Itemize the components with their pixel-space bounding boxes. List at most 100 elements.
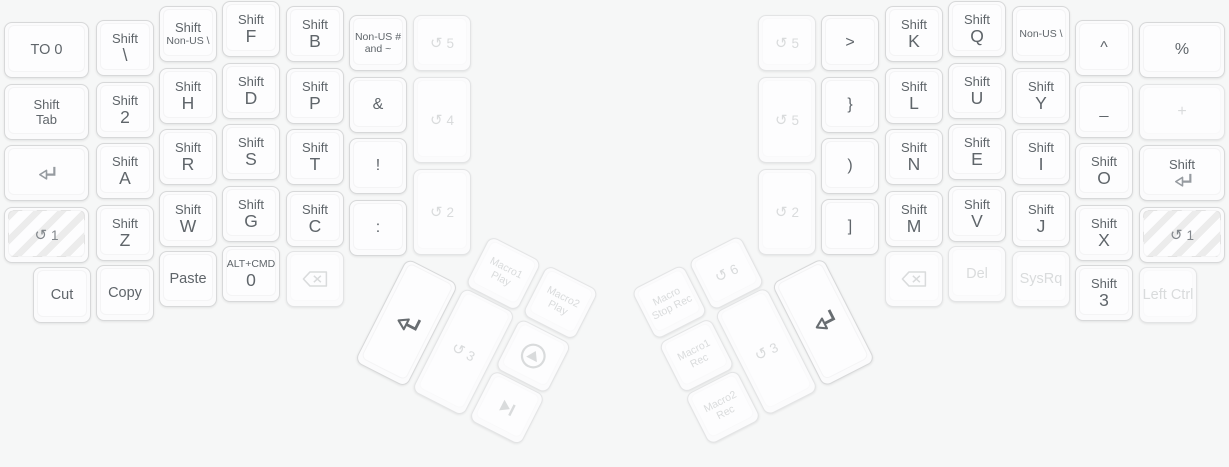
key-to-0[interactable]: TO 0 — [4, 22, 89, 78]
key-layer-1[interactable]: ↺1 — [4, 207, 89, 263]
key-shift-2-label: 2 — [120, 107, 130, 127]
key-shift-p-label: P — [309, 93, 321, 113]
layer-number: 2 — [791, 204, 800, 220]
key-layer-2[interactable]: ↺2 — [413, 169, 471, 255]
key-layer-4[interactable]: ↺4 — [413, 77, 471, 163]
key-shift-tab-label: Shift — [33, 97, 60, 112]
key-layer-1-right[interactable]: ↺1 — [1139, 207, 1225, 263]
key-left-ctrl[interactable]: Left Ctrl — [1139, 267, 1197, 323]
layer-number: 3 — [766, 339, 781, 357]
rotate-ccw-icon: ↺ — [774, 34, 788, 52]
layer-icon-group: ↺3 — [752, 339, 781, 364]
key-enter-thumb-right[interactable] — [771, 257, 876, 388]
key-paste[interactable]: Paste — [159, 251, 217, 307]
key-ampersand[interactable]: & — [349, 77, 407, 133]
key-ampersand-label: & — [372, 96, 384, 113]
key-shift-3-label: 3 — [1099, 290, 1109, 310]
key-shift-backslash[interactable]: Shift\ — [96, 20, 154, 76]
key-shift-z-label: Shift — [111, 216, 138, 231]
key-right-brace[interactable]: } — [821, 77, 879, 133]
key-layer-2-right[interactable]: ↺2 — [758, 169, 816, 255]
key-sysrq-label: SysRq — [1019, 270, 1063, 287]
key-shift-tab-label: Tab — [36, 112, 57, 127]
key-nonus-hash-tilde[interactable]: Non-US #and ~ — [349, 15, 407, 71]
key-shift-k-label: K — [908, 31, 920, 51]
key-shift-m-label: Shift — [900, 202, 927, 217]
key-next-track[interactable] — [468, 369, 546, 446]
key-percent[interactable]: % — [1139, 22, 1225, 78]
key-sysrq[interactable]: SysRq — [1012, 251, 1070, 307]
rotate-ccw-icon: ↺ — [1169, 226, 1183, 244]
key-colon[interactable]: : — [349, 200, 407, 256]
key-nonus-hash-tilde-label: and ~ — [364, 43, 392, 55]
layer-number: 1 — [1186, 227, 1195, 243]
key-shift-u-label: Shift — [963, 74, 990, 89]
key-shift-enter[interactable]: Shift — [1139, 145, 1225, 201]
key-copy[interactable]: Copy — [96, 265, 154, 321]
key-layer-5-right[interactable]: ↺5 — [758, 15, 816, 71]
key-underscore[interactable]: _ — [1075, 82, 1133, 138]
key-caret[interactable]: ^ — [1075, 20, 1133, 76]
enter-icon — [36, 165, 57, 182]
key-right-brace-label: } — [847, 96, 853, 113]
key-shift-y-label: Shift — [1027, 79, 1054, 94]
key-shift-c-label: C — [308, 216, 322, 236]
layer-number: 2 — [446, 204, 455, 220]
key-exclamation[interactable]: ! — [349, 138, 407, 194]
key-layer-5-tall[interactable]: ↺5 — [758, 77, 816, 163]
key-greater-than-label: > — [845, 34, 855, 51]
key-play-pause[interactable] — [494, 317, 572, 395]
key-shift-k-label: Shift — [900, 17, 927, 32]
key-del[interactable]: Del — [948, 246, 1006, 302]
key-enter-thumb-left[interactable] — [354, 258, 459, 388]
key-nonus-backslash[interactable]: Non-US \ — [1012, 6, 1070, 62]
key-greater-than[interactable]: > — [821, 15, 879, 71]
enter-icon — [389, 307, 423, 339]
layer-icon-group: ↺1 — [34, 228, 58, 243]
key-enter[interactable] — [4, 145, 89, 201]
key-right-paren[interactable]: ) — [821, 138, 879, 194]
key-layer-5[interactable]: ↺5 — [413, 15, 471, 71]
layer-icon-group: ↺6 — [712, 261, 741, 286]
key-shift-j-label: Shift — [1027, 202, 1054, 217]
key-percent-label: % — [1174, 41, 1190, 58]
rotate-ccw-icon: ↺ — [429, 111, 443, 129]
key-right-bracket[interactable]: ] — [821, 199, 879, 255]
key-cut[interactable]: Cut — [33, 267, 91, 323]
key-plus[interactable]: + — [1139, 84, 1225, 140]
key-backspace-right[interactable] — [885, 251, 943, 307]
key-backspace[interactable] — [286, 251, 344, 307]
